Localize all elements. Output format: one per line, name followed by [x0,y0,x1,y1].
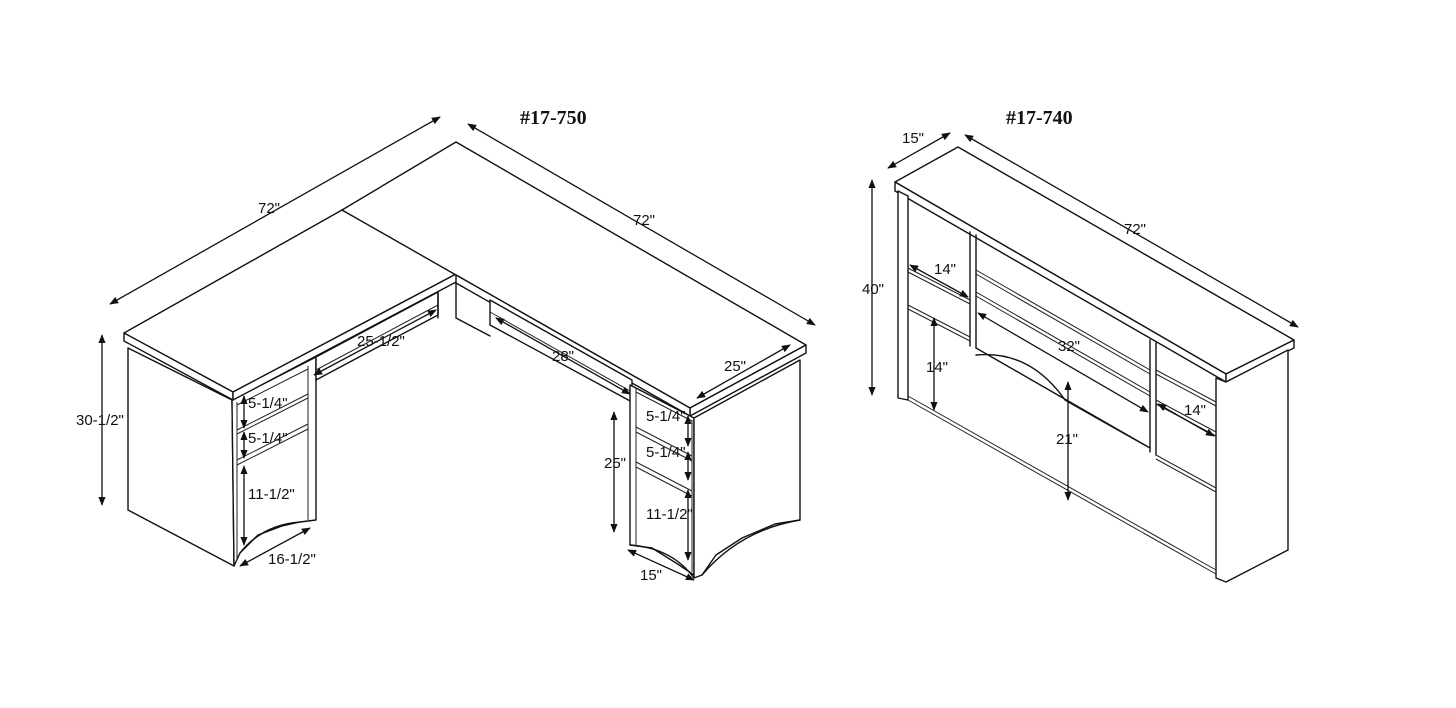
desk-dim-kneehole-left: 25-1/2" [357,333,405,350]
hutch-right-side [1215,349,1289,583]
desk-dim-right-shelf-2: 5-1/4" [646,444,686,461]
desk-dim-height: 30-1/2" [76,412,124,429]
desk-dim-top-left: 72" [258,200,280,217]
hutch-dim-height: 40" [862,281,884,298]
hutch-left-side [897,190,909,401]
hutch-dim-depth: 15" [902,130,924,147]
desk-dim-right-base: 15" [640,567,662,584]
hutch-dim-left-cubby-height: 14" [926,359,948,376]
dim-line-top-right [467,123,816,326]
desk-drawing [123,141,807,579]
hutch-drawing [894,146,1295,583]
hutch-dim-center-clearance: 21" [1056,431,1078,448]
desk-dim-right-shelf-1: 5-1/4" [646,408,686,425]
desk-dim-kneehole-right: 28" [552,348,574,365]
dim-line-top-left [109,116,441,305]
desk-dim-left-base: 16-1/2" [268,551,316,568]
dim-line-kneehole-left [313,309,437,376]
desk-dimensions [98,116,816,581]
desk-dim-left-shelf-3: 11-1/2" [248,486,295,503]
hutch-dim-center-width: 32" [1058,338,1080,355]
hutch-dimensions [868,132,1299,501]
desk-left-pedestal-front [231,356,317,567]
desk-model-title: #17-750 [520,107,587,129]
dim-line-kneehole-right [495,317,631,395]
hutch-model-title: #17-740 [1006,107,1073,129]
hutch-dim-left-cubby-width: 14" [934,261,956,278]
hutch-dim-width: 72" [1124,221,1146,238]
dim-line-depth [696,344,791,399]
desk-dim-right-shelf-3: 11-1/2" [646,506,693,523]
desk-dim-left-shelf-2: 5-1/4" [248,430,288,447]
desk-dim-left-shelf-1: 5-1/4" [248,395,288,412]
hutch-dim-right-cubby-width: 14" [1184,402,1206,419]
desk-dim-depth: 25" [724,358,746,375]
desk-dim-right-inner-height: 25" [604,455,626,472]
desk-dim-top-right: 72" [633,212,655,229]
desk-right-pedestal-side [693,359,801,579]
